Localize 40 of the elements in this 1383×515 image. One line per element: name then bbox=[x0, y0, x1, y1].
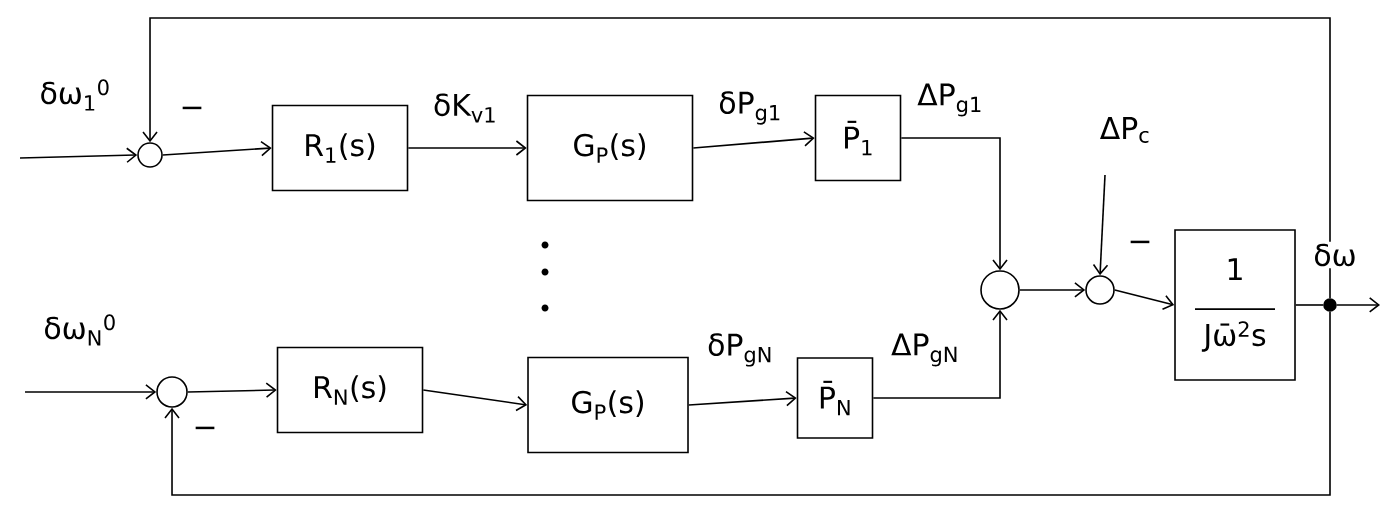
edge-label: δω bbox=[1311, 241, 1359, 269]
arrow bbox=[1336, 297, 1380, 313]
minus-sign: − bbox=[195, 426, 215, 430]
arrow bbox=[1114, 289, 1175, 311]
summing-junction bbox=[156, 376, 188, 408]
arrow bbox=[1092, 174, 1109, 276]
summing-junction bbox=[1085, 275, 1115, 305]
summing-junction bbox=[137, 142, 163, 168]
block-box: P̄$_{N}$ bbox=[796, 357, 874, 439]
block-box: G$_{P}$(s) bbox=[527, 356, 689, 454]
block-box: R$_{1}$(s) bbox=[271, 104, 409, 192]
arrow bbox=[1019, 282, 1086, 298]
minus-sign: − bbox=[1130, 240, 1150, 244]
arrow bbox=[142, 17, 1331, 299]
edge-label: ΔP$_{g1}$ bbox=[915, 81, 985, 119]
arrow bbox=[900, 137, 1008, 271]
edge-label: δω$_{1}$0 bbox=[37, 77, 113, 113]
edge-label: δK$_{v1}$ bbox=[430, 91, 500, 125]
block-box: R$_{N}$(s) bbox=[276, 346, 424, 434]
summing-junction bbox=[980, 270, 1020, 310]
edge-label: δP$_{gN}$ bbox=[705, 331, 775, 369]
block-box: G$_{P}$(s) bbox=[526, 94, 694, 202]
minus-sign: − bbox=[182, 106, 202, 110]
arrow bbox=[407, 140, 527, 156]
connector-line bbox=[1295, 304, 1324, 306]
arrow bbox=[422, 389, 528, 412]
edge-label: δω$_{N}$0 bbox=[41, 312, 119, 348]
edge-label: δP$_{g1}$ bbox=[716, 89, 784, 127]
arrow bbox=[24, 384, 157, 400]
arrow bbox=[19, 147, 138, 164]
edge-label: ΔP$_{gN}$ bbox=[889, 331, 961, 369]
edge-label: ΔP$_{c}$ bbox=[1097, 115, 1153, 145]
arrow bbox=[164, 311, 1331, 496]
transfer-function-box: 1 Jω̄$^{2}$s bbox=[1174, 229, 1296, 381]
arrow bbox=[692, 131, 815, 149]
arrow bbox=[162, 140, 272, 157]
arrow bbox=[187, 382, 277, 399]
arrow bbox=[872, 309, 1008, 399]
block-box: P̄$_{1}$ bbox=[814, 94, 902, 182]
arrow bbox=[688, 390, 797, 407]
